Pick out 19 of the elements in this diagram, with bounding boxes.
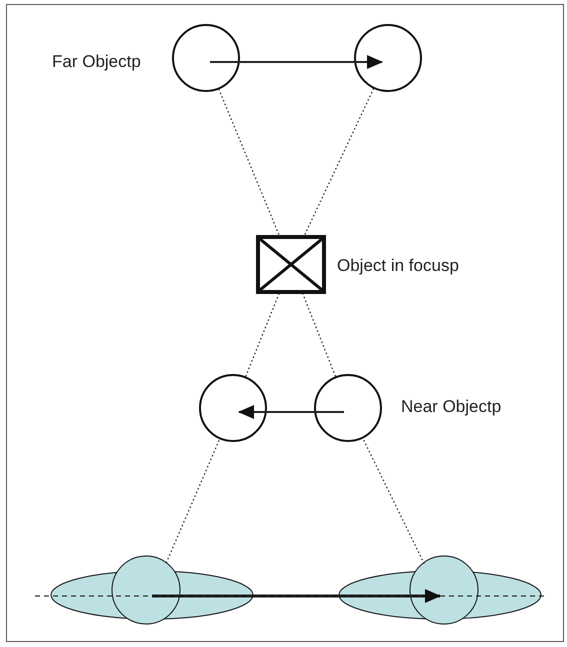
arrow — [152, 589, 441, 603]
sight-line — [362, 438, 425, 564]
object-label: Near Objectp — [401, 397, 502, 417]
sight-line — [304, 88, 374, 235]
object-label: Object in focusp — [337, 256, 459, 276]
sight-line — [166, 438, 220, 564]
object-circle — [314, 374, 382, 442]
focus-box — [256, 235, 326, 294]
eye-drawing — [50, 555, 254, 625]
sight-line — [302, 293, 336, 377]
arrow — [210, 55, 383, 69]
sight-line — [218, 89, 280, 235]
arrow — [238, 405, 344, 419]
eye-drawing — [338, 555, 542, 625]
object-label: Far Objectp — [52, 52, 141, 72]
object-circle — [199, 374, 267, 442]
object-circle — [354, 24, 422, 92]
object-circle — [172, 24, 240, 92]
sight-line — [245, 293, 280, 377]
